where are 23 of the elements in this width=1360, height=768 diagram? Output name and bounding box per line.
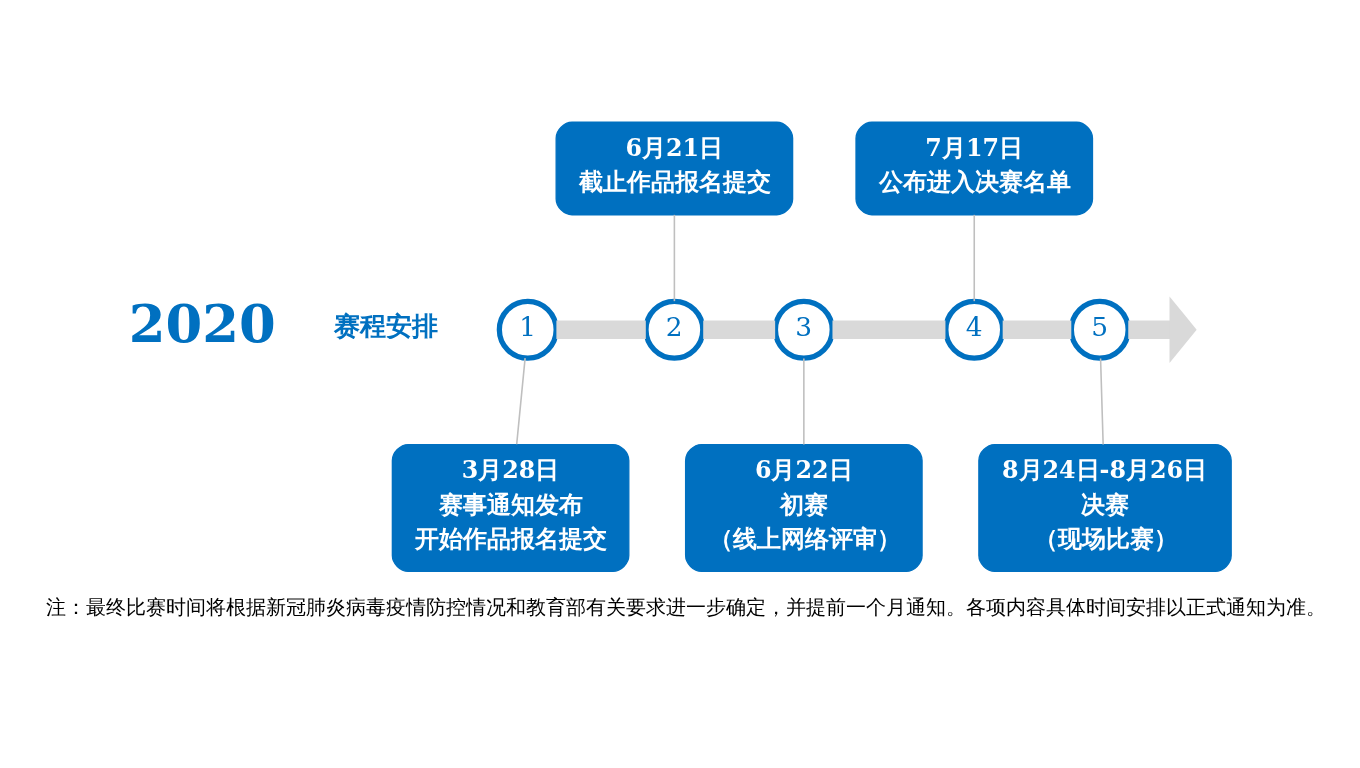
node-circle: 1: [496, 298, 559, 361]
connector: [832, 319, 946, 339]
connector: [673, 213, 676, 302]
node-circle: 4: [943, 298, 1006, 361]
node-circle: 2: [643, 298, 706, 361]
caption: 注：最终比赛时间将根据新冠肺炎病毒疫情防控情况和教育部有关要求进一步确定，并提前一个月通知。各项内容具体时间安排以正式通知为准。: [45, 595, 1326, 619]
connector: [556, 319, 646, 339]
node-circle: 3: [772, 298, 835, 361]
node-box: 6月21日 截止作品报名提交: [555, 121, 794, 215]
connector: [703, 319, 776, 339]
label: 2020: [128, 291, 276, 354]
arrow: [1128, 295, 1197, 363]
connector: [1002, 319, 1072, 339]
node-circle: 5: [1068, 298, 1131, 361]
connector: [803, 357, 805, 445]
label: 赛程安排: [333, 309, 438, 341]
connector: [1099, 357, 1104, 445]
node-box: 3月28日 赛事通知发布 开始作品报名提交: [391, 443, 630, 572]
node-box: 6月22日 初赛 （线上网络评审）: [684, 443, 923, 572]
connector: [515, 356, 526, 445]
node-box: 8月24日-8月26日 决赛 （现场比赛）: [978, 443, 1232, 572]
node-box: 7月17日 公布进入决赛名单: [855, 121, 1094, 215]
connector: [973, 213, 976, 302]
